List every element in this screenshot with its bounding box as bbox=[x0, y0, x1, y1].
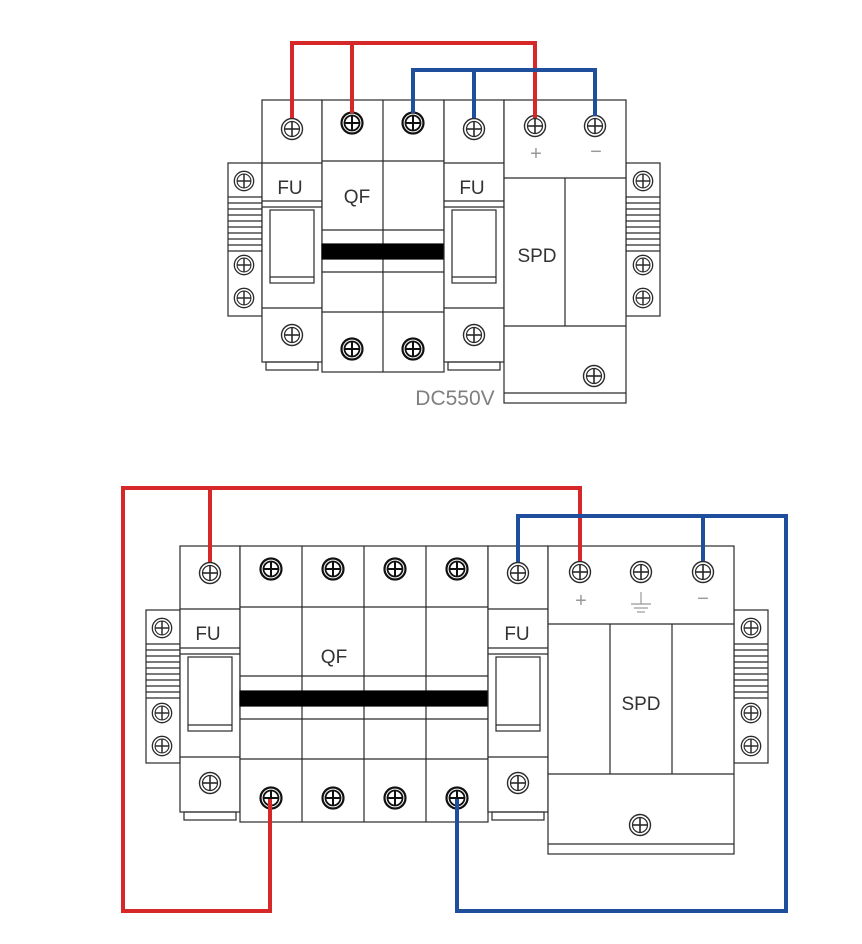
terminal-screw-icon bbox=[629, 560, 653, 584]
terminal-screw-icon bbox=[506, 561, 530, 585]
bracket-screw-icon bbox=[151, 617, 173, 639]
fuse-right-label: FU bbox=[504, 624, 529, 645]
bracket-screw-icon bbox=[632, 254, 654, 276]
surge-protector-spd bbox=[547, 545, 735, 855]
surge-protector-spd bbox=[503, 99, 627, 404]
terminal-screw-icon bbox=[523, 114, 547, 138]
plus-symbol: + bbox=[575, 590, 587, 612]
bracket-screw-icon bbox=[233, 287, 255, 309]
terminal-screw-icon bbox=[259, 557, 283, 581]
negative-wire bbox=[411, 68, 597, 116]
terminal-screw-icon bbox=[401, 337, 425, 361]
positive-wire bbox=[208, 486, 582, 562]
bracket-screw-icon bbox=[632, 287, 654, 309]
ground-screw-icon bbox=[582, 364, 606, 388]
bracket-screw-icon bbox=[233, 254, 255, 276]
bracket-screw-icon bbox=[632, 170, 654, 192]
voltage-label: DC550V bbox=[415, 387, 494, 410]
circuit-breaker-qf bbox=[239, 545, 489, 823]
circuit-breaker-qf bbox=[321, 99, 445, 373]
minus-symbol: − bbox=[590, 141, 602, 163]
bracket-screw-icon bbox=[740, 702, 762, 724]
terminal-screw-icon bbox=[198, 771, 222, 795]
fuse-holder-right bbox=[443, 99, 505, 371]
terminal-screw-icon bbox=[401, 111, 425, 135]
fuse-holder-right bbox=[487, 545, 549, 821]
minus-symbol: − bbox=[697, 588, 709, 610]
terminal-screw-icon bbox=[691, 560, 715, 584]
handle-bar bbox=[321, 243, 445, 260]
spd-label: SPD bbox=[517, 246, 556, 267]
ground-icon bbox=[631, 592, 651, 613]
terminal-screw-icon bbox=[198, 561, 222, 585]
ground-screw-icon bbox=[628, 813, 652, 837]
terminal-screw-icon bbox=[506, 771, 530, 795]
terminal-screw-icon bbox=[383, 557, 407, 581]
positive-wire bbox=[290, 41, 537, 118]
bracket-screw-icon bbox=[151, 702, 173, 724]
terminal-screw-icon bbox=[583, 114, 607, 138]
terminal-screw-icon bbox=[321, 786, 345, 810]
bracket-screw-icon bbox=[233, 170, 255, 192]
bracket-screw-icon bbox=[740, 735, 762, 757]
diagram-4pole bbox=[145, 545, 769, 855]
wires-diagram2 bbox=[121, 486, 788, 913]
plus-symbol: + bbox=[530, 143, 542, 165]
bracket-screw-icon bbox=[151, 735, 173, 757]
terminal-screw-icon bbox=[280, 117, 304, 141]
terminal-screw-icon bbox=[321, 557, 345, 581]
terminal-screw-icon bbox=[280, 323, 304, 347]
terminal-screw-icon bbox=[568, 560, 592, 584]
spd-label: SPD bbox=[621, 694, 660, 715]
fuse-right-label: FU bbox=[459, 178, 484, 199]
bracket-screw-icon bbox=[740, 617, 762, 639]
terminal-screw-icon bbox=[462, 323, 486, 347]
terminal-screw-icon bbox=[445, 557, 469, 581]
fuse-left-label: FU bbox=[195, 624, 220, 645]
fuse-holder-left bbox=[261, 99, 323, 371]
terminal-screw-icon bbox=[340, 337, 364, 361]
positive-wire bbox=[121, 486, 272, 913]
fuse-left-label: FU bbox=[277, 178, 302, 199]
terminal-screw-icon bbox=[383, 786, 407, 810]
terminal-screw-icon bbox=[340, 111, 364, 135]
breaker-label: QF bbox=[344, 187, 370, 208]
terminal-screw-icon bbox=[462, 117, 486, 141]
negative-wire bbox=[455, 514, 788, 913]
wires-diagram1 bbox=[290, 41, 597, 118]
breaker-label: QF bbox=[321, 647, 347, 668]
diagram-550v bbox=[227, 99, 661, 404]
handle-bar bbox=[239, 690, 489, 707]
